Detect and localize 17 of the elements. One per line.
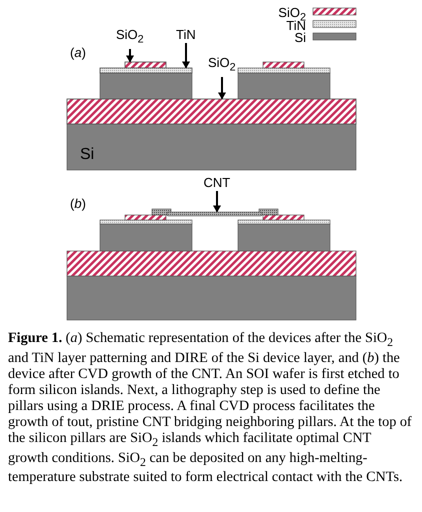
buried-oxide-layer (66, 98, 356, 124)
panel-label: (b) (70, 196, 86, 211)
layer-label: SiO$_{2}$ (116, 27, 144, 48)
legend-label: Si (294, 31, 306, 44)
leader-arrow (182, 43, 190, 68)
layer-label: SiO$_{2}$ (208, 55, 236, 76)
layer-label: Si (80, 146, 94, 164)
leader-arrow (213, 191, 221, 212)
nanotube-bridge (166, 212, 262, 216)
leader-arrow (126, 49, 134, 62)
panel-label: (a) (70, 45, 86, 60)
layer-label: TiN (176, 27, 196, 42)
figure-caption: Figure 1. (a) Schematic representation of the devices after the SiO$_{2}$ and TiN layer patterning and DIRE of the Si device layer, and (b) the device after CVD growth of the CNT. An SOI wafer is first etched to form silicon islands. Next, a lithography step is used to define the pillars using a DRIE process. A final CVD process facilitates the growth of tout, pristine CNT bridging neighboring pillars. At the top of the silicon pillars are SiO$_{2}$ islands which facilitate optimal CNT growth conditions. SiO$_{2}$ can be deposited on any high-melting-temperature substrate suited to form electrical contact with the CNTs. (8, 330, 413, 486)
tin-layer (100, 68, 192, 74)
leader-arrow (218, 77, 226, 100)
oxide-island (124, 62, 166, 68)
layer-label: CNT (204, 175, 230, 190)
